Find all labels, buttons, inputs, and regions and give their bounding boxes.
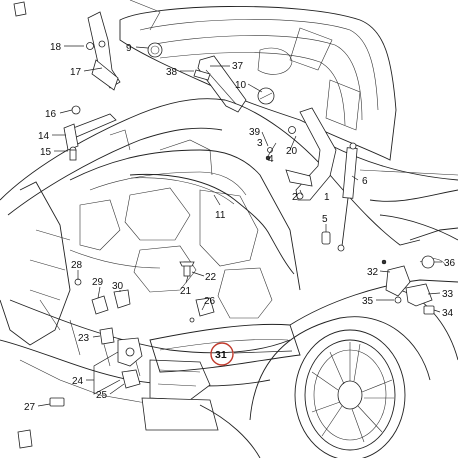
hood-hinge-left [86,11,121,91]
callout-38: 38 [166,67,178,78]
callout-39: 39 [249,127,261,138]
callout-23: 23 [78,333,90,344]
headlight-area [149,323,301,373]
front-wheel [249,289,458,458]
callout-37: 37 [232,61,244,72]
plug-cap [257,87,275,105]
lock-assembly-right [381,259,435,315]
callout-14: 14 [38,131,50,142]
callout-2: 2 [292,192,298,203]
front-bumper [0,299,291,458]
callout-24: 24 [72,376,84,387]
callout-33: 33 [442,289,454,300]
callout-35: 35 [362,296,374,307]
callout-30: 30 [112,281,124,292]
callout-6: 6 [362,176,368,187]
callout-27: 27 [24,402,36,413]
callout-17: 17 [70,67,82,78]
callout-21: 21 [180,286,192,297]
callout-16: 16 [45,109,57,120]
callout-10: 10 [235,80,247,91]
leader-lines [37,45,442,407]
callout-9: 9 [126,43,132,54]
callout-15: 15 [40,147,52,158]
small-parts-left [13,1,215,449]
callout-4: 4 [268,154,274,165]
callout-20: 20 [286,146,298,157]
gas-strut [337,142,358,252]
callout-3: 3 [257,138,263,149]
callout-11: 11 [215,210,226,221]
callout-29: 29 [92,277,104,288]
callout-32: 32 [367,267,379,278]
callout-28: 28 [71,260,83,271]
rubber-buffer [147,42,163,58]
callout-26: 26 [204,296,216,307]
hood-lock-bracket [193,55,247,113]
callout-5: 5 [322,214,328,225]
callout-25: 25 [96,390,108,401]
release-cable [129,174,295,275]
callout-34: 34 [442,308,454,319]
windscreen-area [329,144,458,241]
callout-36: 36 [444,258,456,269]
clip [321,231,331,245]
callout-22: 22 [205,272,217,283]
callout-31: 31 [215,349,227,361]
callout-1: 1 [324,192,330,203]
callout-18: 18 [50,42,62,53]
lock-bracket-left [63,105,117,161]
hood-hinge-right [265,107,337,201]
callout-labels: 1 2 3 4 5 6 9 10 11 14 15 16 17 18 20 21… [24,42,456,413]
right-fender [289,227,458,326]
callout-31-highlight [210,342,234,366]
